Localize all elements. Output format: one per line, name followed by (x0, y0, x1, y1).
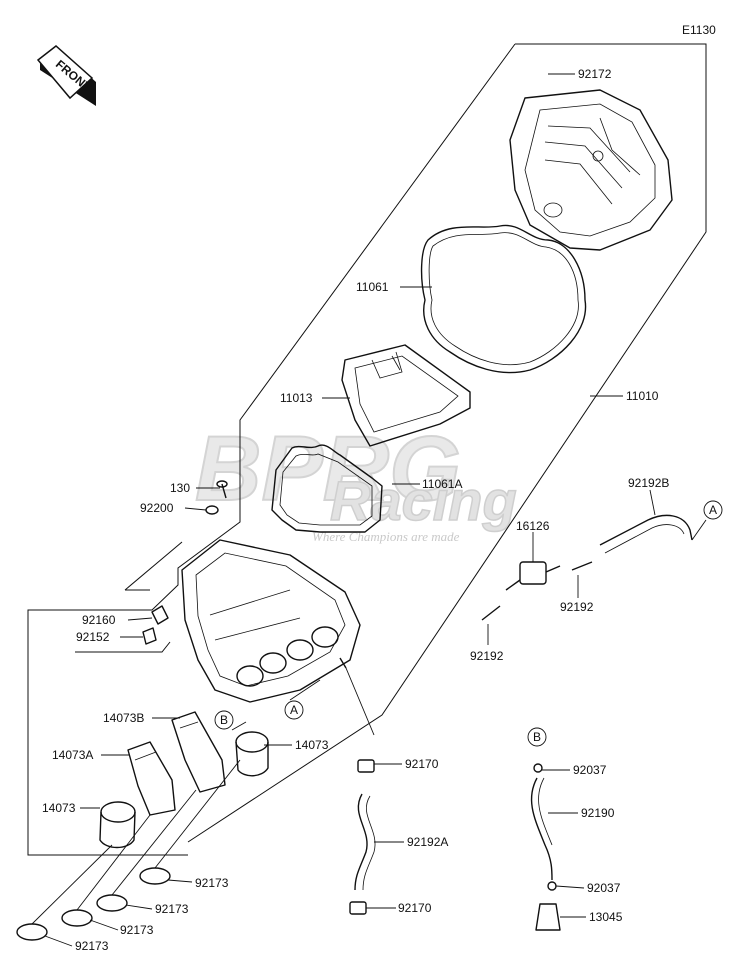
callout-92192b: 92192B (628, 476, 669, 490)
clip-92037-top (533, 763, 543, 773)
funnel-14073a (127, 741, 176, 816)
cap-13045 (535, 903, 561, 931)
funnel-14073b (171, 711, 226, 793)
callout-11061a: 11061A (422, 477, 462, 491)
ref-marker-a-hose: A (703, 500, 723, 520)
callout-14073b: 14073B (103, 711, 144, 725)
drain-hose-92192a (354, 793, 368, 891)
callout-92170-top: 92170 (405, 757, 439, 771)
diagram-code: E1130 (682, 23, 716, 37)
funnel-14073-left (99, 801, 136, 849)
watermark-brand: BPRG (195, 418, 461, 520)
callout-92172: 92172 (578, 67, 612, 81)
gasket-11061 (420, 224, 587, 374)
callout-92192-left: 92192 (470, 649, 504, 663)
callout-92173-4: 92173 (75, 939, 109, 953)
clamp-92173-c (61, 909, 93, 927)
callout-11013: 11013 (280, 391, 313, 405)
callout-92160: 92160 (82, 613, 116, 627)
bolt-head-130 (216, 480, 228, 488)
ref-marker-b-hose: B (527, 727, 547, 747)
callout-92152: 92152 (76, 630, 110, 644)
callout-92200: 92200 (140, 501, 174, 515)
hose-92192-left (481, 605, 501, 621)
callout-92192a: 92192A (407, 835, 448, 849)
svg-text:B: B (220, 713, 228, 727)
callout-16126: 16126 (516, 519, 550, 533)
callout-130: 130 (170, 481, 190, 495)
callout-11061: 11061 (356, 280, 389, 294)
leader-lines (31, 73, 707, 947)
clamp-92170-top (357, 759, 375, 773)
grommet-92160 (151, 605, 169, 625)
front-arrow-icon: FRONT (36, 45, 96, 106)
breather-hose-92192b (599, 514, 693, 546)
frame-sub-line-3 (75, 641, 171, 653)
callout-92173-3: 92173 (120, 923, 154, 937)
callout-92037-bottom: 92037 (587, 881, 621, 895)
hose-92190 (530, 777, 553, 881)
clamp-92173-a (139, 867, 171, 885)
callout-14073-left: 14073 (42, 801, 76, 815)
callout-14073a: 14073A (52, 748, 93, 762)
gasket-11061a (271, 444, 383, 533)
svg-text:A: A (709, 503, 717, 517)
callout-11010: 11010 (626, 389, 659, 403)
ref-marker-b-main: B (214, 710, 234, 730)
callout-92037-top: 92037 (573, 763, 607, 777)
callout-92192-right: 92192 (560, 600, 594, 614)
callout-92170-bottom: 92170 (398, 901, 432, 915)
hose-92192-right (571, 561, 593, 571)
callout-92173-1: 92173 (195, 876, 229, 890)
callout-92190: 92190 (581, 806, 615, 820)
svg-text:B: B (533, 730, 541, 744)
airbox-upper-cover (509, 89, 673, 251)
clamp-92173-b (96, 894, 128, 912)
clip-92037-bottom (547, 881, 557, 891)
valve-16126 (505, 561, 561, 591)
watermark: BPRG Racing Where Champions are made (194, 417, 517, 544)
clamp-92170-bottom (349, 901, 367, 915)
frame-sub-line-1 (124, 541, 183, 591)
svg-text:A: A (290, 703, 298, 717)
callout-14073-right: 14073 (295, 738, 329, 752)
funnel-14073-right (235, 731, 269, 777)
grommet-92152 (142, 627, 157, 645)
watermark-sub: Racing (330, 469, 517, 532)
callout-92173-2: 92173 (155, 902, 189, 916)
watermark-tagline: Where Champions are made (312, 529, 460, 544)
callout-labels: 92172 11061 11013 11010 11061A 130 92200… (42, 67, 669, 953)
airbox-lower-case (181, 539, 361, 703)
air-filter-11013 (341, 344, 471, 447)
ref-marker-a-main: A (284, 700, 304, 720)
callout-13045: 13045 (589, 910, 623, 924)
clamp-92173-d (16, 923, 48, 941)
